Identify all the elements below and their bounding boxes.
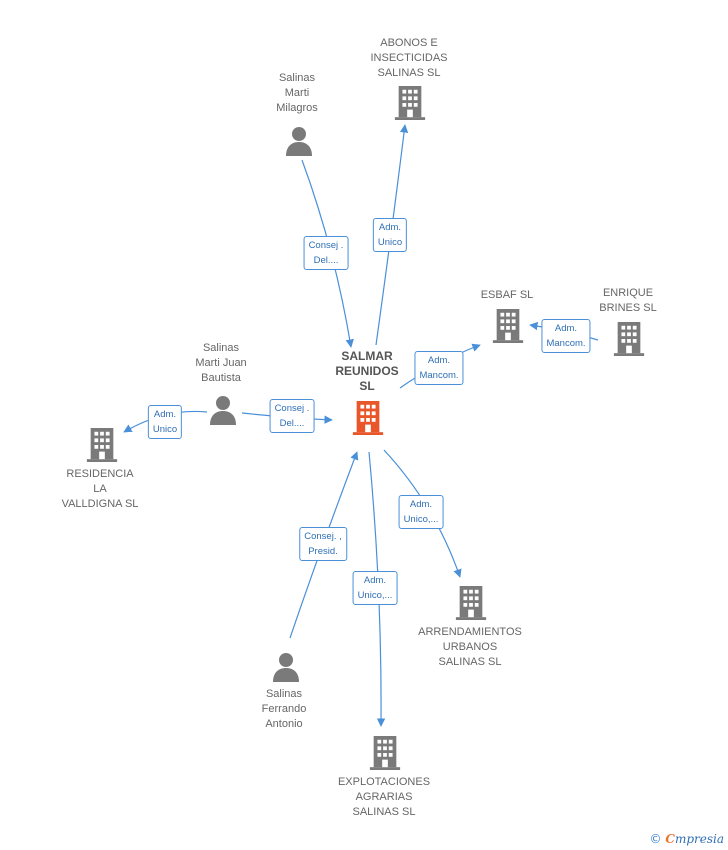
salmar-building-icon[interactable]: [352, 401, 384, 435]
node-label-juan-bautista[interactable]: Salinas Marti Juan Bautista: [195, 342, 247, 384]
copyright-symbol: ©: [649, 832, 662, 846]
brand-initial: C: [665, 832, 675, 846]
node-label-ferrando[interactable]: Salinas Ferrando Antonio: [261, 688, 307, 730]
node-label-residencia[interactable]: RESIDENCIA LA VALLDIGNA SL: [61, 468, 139, 510]
node-label-esbaf[interactable]: ESBAF SL: [480, 289, 534, 301]
abonos-building-icon[interactable]: [394, 86, 426, 120]
esbaf-building-icon[interactable]: [492, 309, 524, 343]
edge-label-salmar-explotaciones[interactable]: Adm. Unico,...: [352, 571, 398, 605]
node-label-explotaciones[interactable]: EXPLOTACIONES AGRARIAS SALINAS SL: [337, 776, 431, 818]
milagros-person-icon[interactable]: [286, 127, 312, 156]
edge-label-ferrando-salmar[interactable]: Consej. , Presid.: [299, 527, 347, 561]
edge-label-salmar-esbaf[interactable]: Adm. Mancom.: [414, 351, 464, 385]
edge-label-enrique-esbaf[interactable]: Adm. Mancom.: [541, 319, 591, 353]
node-label-abonos[interactable]: ABONOS E INSECTICIDAS SALINAS SL: [370, 37, 448, 79]
ferrando-person-icon[interactable]: [273, 653, 299, 682]
node-label-salmar[interactable]: SALMAR REUNIDOS SL: [335, 349, 399, 393]
residencia-building-icon[interactable]: [86, 428, 118, 462]
edge-label-salmar-abonos[interactable]: Adm. Unico: [372, 218, 408, 252]
brand-rest: mpresia: [674, 832, 724, 846]
juan-bautista-person-icon[interactable]: [210, 396, 236, 425]
arrendamientos-building-icon[interactable]: [455, 586, 487, 620]
edge-label-salmar-arrendamientos[interactable]: Adm. Unico,...: [398, 495, 444, 529]
edge-label-juan-salmar[interactable]: Consej . Del....: [269, 399, 315, 433]
watermark-logo: © Cmpresia: [650, 832, 724, 846]
edge-label-juan-residencia[interactable]: Adm. Unico: [147, 405, 183, 439]
explotaciones-building-icon[interactable]: [369, 736, 401, 770]
edge-label-milagros-salmar[interactable]: Consej . Del....: [303, 236, 349, 270]
enrique-building-icon[interactable]: [613, 322, 645, 356]
node-label-arrendamientos[interactable]: ARRENDAMIENTOS URBANOS SALINAS SL: [418, 626, 522, 668]
node-label-enrique[interactable]: ENRIQUE BRINES SL: [599, 287, 657, 314]
node-label-milagros[interactable]: Salinas Marti Milagros: [276, 72, 318, 114]
